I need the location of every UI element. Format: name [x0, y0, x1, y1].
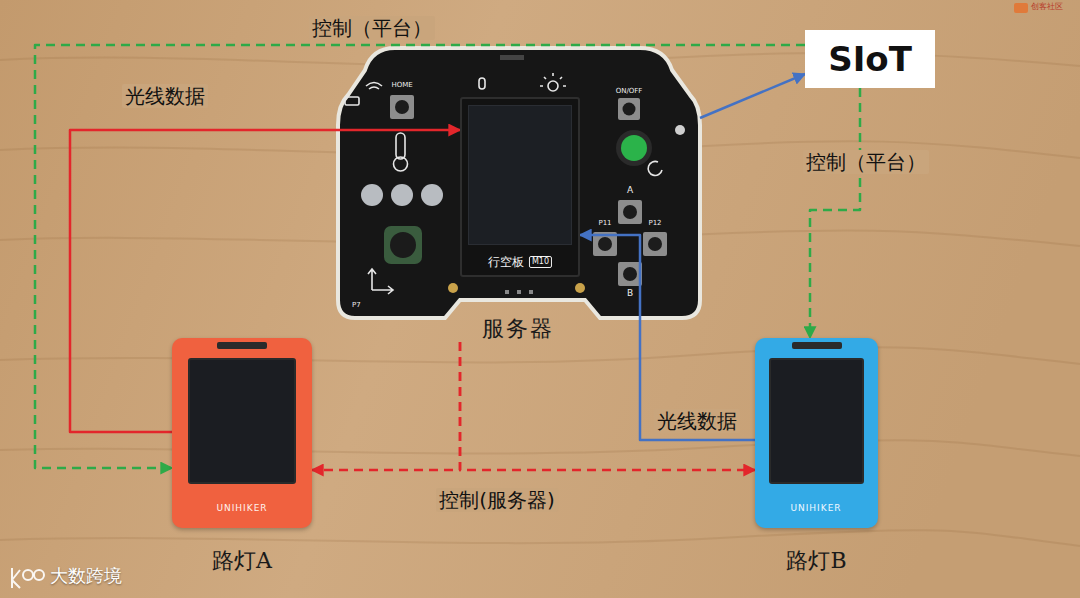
street-light-device: 路灯B: [755, 338, 878, 528]
text-group: 服务器: [482, 316, 554, 342]
device-brand: UNIHIKER: [790, 504, 841, 514]
connector-label: 控制(服务器): [436, 488, 558, 512]
joystick-knob: [390, 232, 416, 258]
grain-line: [0, 347, 1080, 364]
platform-name: SIoT: [828, 39, 912, 79]
button-b: [618, 262, 642, 286]
home-button: [390, 95, 414, 119]
pin-name: P7: [352, 302, 361, 310]
onoff-button-cap: [623, 103, 636, 116]
text-group: SIoT: [805, 30, 935, 88]
display-glass: [468, 105, 572, 245]
rotary-knob: [621, 135, 647, 161]
watermark-logo: [12, 568, 44, 588]
text-group: 路灯B: [786, 548, 846, 574]
pin-name: P11: [598, 220, 611, 228]
knob-ring: [616, 130, 652, 166]
data-arrow: [580, 235, 755, 440]
dashed-arrow: [35, 45, 805, 468]
axis-icon: [368, 269, 393, 294]
sensor-slot: [217, 342, 267, 349]
data-arrow: [700, 74, 805, 118]
touch-pad: [391, 184, 413, 206]
button-name: B: [627, 289, 633, 299]
connector-label: 光线数据: [122, 84, 208, 108]
button-p12: [643, 232, 667, 256]
connector-label: 控制（平台）: [309, 16, 435, 40]
touch-pad: [421, 184, 443, 206]
watermark: 大数跨境: [50, 566, 122, 586]
light-rays: [540, 73, 566, 86]
device-screen: [188, 358, 296, 484]
board-outline: [338, 48, 700, 318]
model-number: M10: [529, 256, 552, 268]
button-name: HOME: [391, 82, 412, 90]
rotate-icon: [648, 161, 662, 175]
dashed-arrow: [312, 342, 460, 470]
led-dot: [517, 290, 521, 294]
pin-name: P12: [648, 220, 661, 228]
connector-label: 光线数据: [654, 409, 740, 433]
button-p11-cap: [598, 237, 612, 251]
connector-strip: [500, 55, 524, 60]
server-board: 服务器 行空板 M10: [335, 45, 700, 342]
device-brand: UNIHIKER: [216, 504, 267, 514]
screen-brand: 行空板: [488, 255, 524, 269]
sensor-slot: [792, 342, 842, 349]
button-a-cap: [623, 205, 637, 219]
platform-box: SIoT: [805, 30, 935, 88]
mount-hole: [675, 125, 685, 135]
light-icon: [548, 81, 558, 91]
corner-logo-mark: [1014, 3, 1028, 13]
corner-logo: [1014, 3, 1028, 13]
wifi-icon: [366, 83, 382, 90]
device-label: 路灯B: [786, 548, 846, 574]
battery-icon: [345, 97, 359, 105]
button-a: [618, 200, 642, 224]
thermometer-icon: [396, 133, 405, 159]
logo-ring: [23, 570, 33, 580]
dashed-arrow: [810, 88, 860, 338]
device-label: 路灯A: [212, 548, 272, 574]
home-button-cap: [395, 100, 409, 114]
button-p12-cap: [648, 237, 662, 251]
connector-group: [35, 45, 860, 470]
street-light-device: 路灯A: [172, 338, 312, 528]
connector-label: 控制（平台）: [803, 150, 929, 174]
joystick-base: [384, 226, 422, 264]
dashed-arrow: [460, 342, 755, 470]
text-group: 行空板 M10: [488, 255, 552, 269]
thermometer-bulb: [394, 157, 408, 171]
logo-ring: [34, 570, 44, 580]
onoff-button: [618, 98, 640, 120]
touch-pad: [361, 184, 383, 206]
led-dot: [529, 290, 533, 294]
node-heading: 服务器: [482, 316, 554, 342]
button-b-cap: [623, 267, 637, 281]
board-buttons: [361, 55, 685, 294]
device-screen: [769, 358, 864, 484]
mic-icon: [479, 78, 485, 89]
screw-hole: [575, 283, 585, 293]
button-name: A: [627, 186, 633, 196]
screw-hole: [448, 283, 458, 293]
led-dot: [505, 290, 509, 294]
grain-line: [0, 440, 1080, 456]
watermark: 创客社区: [1031, 3, 1063, 12]
screen-panel: 行空板 M10: [460, 97, 580, 277]
button-name: ON/OFF: [616, 88, 643, 96]
text-group: 路灯A: [212, 548, 272, 574]
logo-k: [12, 568, 20, 588]
grain-line: [0, 530, 1080, 546]
